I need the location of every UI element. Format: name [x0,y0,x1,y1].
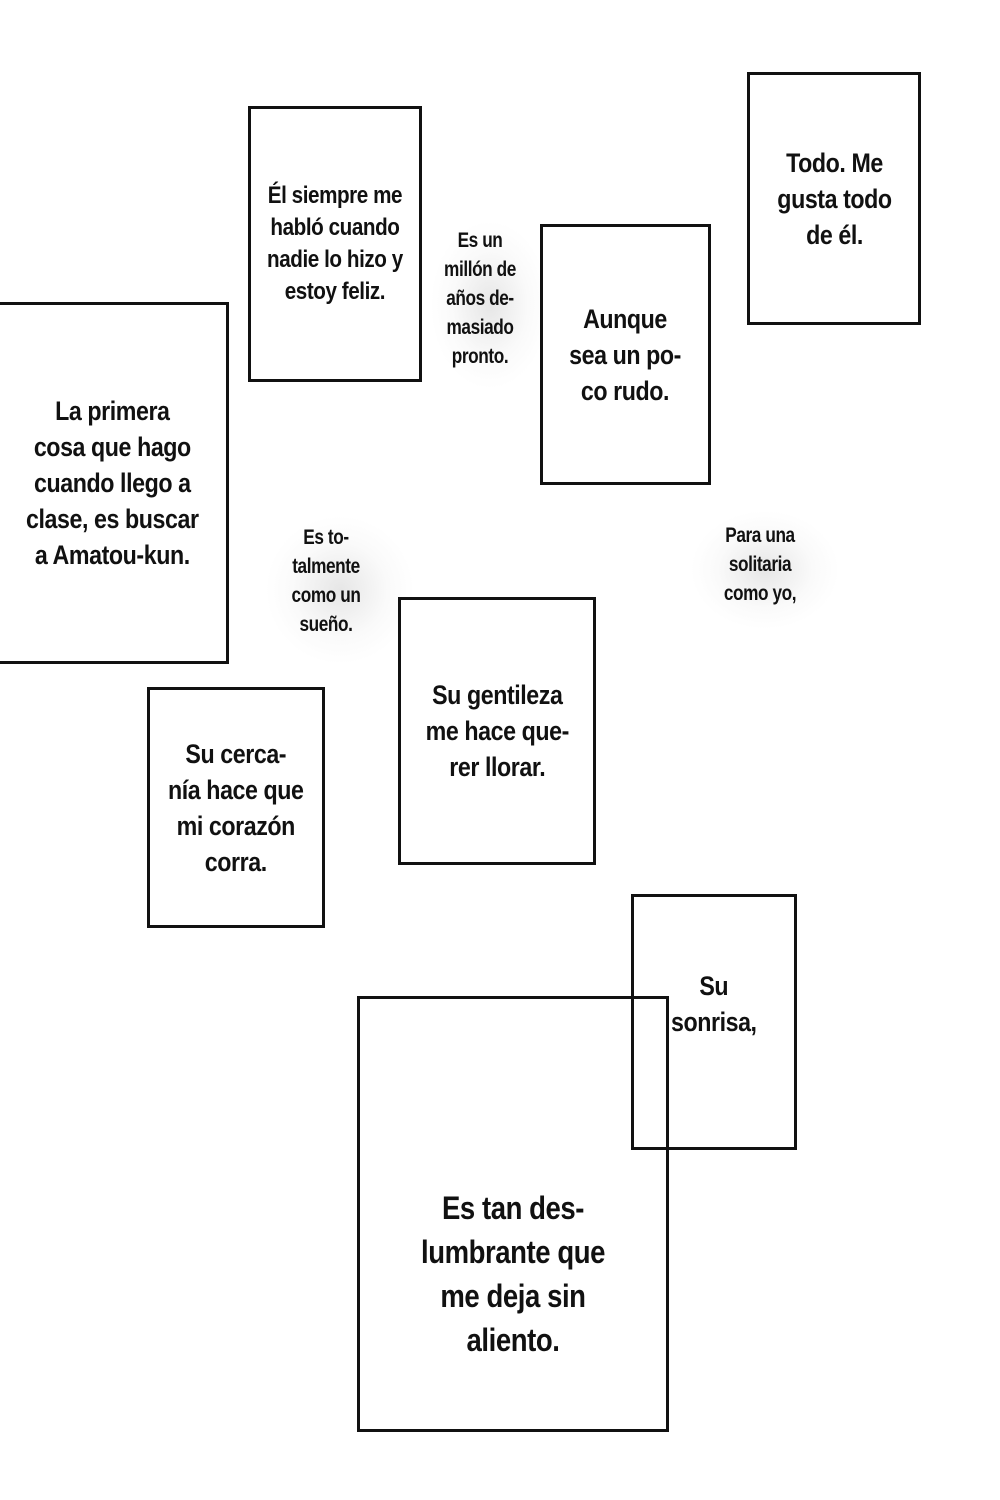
shadow-smudge [265,515,415,665]
floating-text-solitaria: Para una solitaria como yo, [723,524,797,605]
panel-siempre-hablo: Él siempre me habló cuando nadie lo hizo… [248,106,422,382]
panel-primera-cosa: La primera cosa que hago cuando llego a … [0,302,229,664]
shadow-smudge [430,220,550,390]
panel-text: Él siempre me habló cuando nadie lo hizo… [267,182,403,305]
panel-cercania: Su cerca- nía hace que mi corazón corra. [147,687,325,928]
panel-text: Es tan des- lumbrante que me deja sin al… [420,1190,606,1358]
panel-todo-me-gusta: Todo. Me gusta todo de él. [747,72,921,325]
panel-text: La primera cosa que hago cuando llego a … [25,396,199,570]
panel-deslumbrante: Es tan des- lumbrante que me deja sin al… [357,996,669,1432]
panel-aunque-rudo: Aunque sea un po- co rudo. [540,224,711,485]
panel-text: Su gentileza me hace que- rer llorar. [425,680,569,782]
floating-text-millon-anos: Es un millón de años de- masiado pronto. [444,229,516,368]
panel-gentileza: Su gentileza me hace que- rer llorar. [398,597,596,865]
floating-text-totalmente-sueno: Es to- talmente como un sueño. [291,526,361,636]
panel-text: Todo. Me gusta todo de él. [776,147,892,250]
panel-text: Su cerca- nía hace que mi corazón corra. [168,738,304,877]
panel-text: Aunque sea un po- co rudo. [569,303,682,406]
shadow-smudge [690,510,840,630]
panel-text: Su sonrisa, [671,971,757,1037]
panel-sonrisa: Su sonrisa, [631,894,797,1150]
